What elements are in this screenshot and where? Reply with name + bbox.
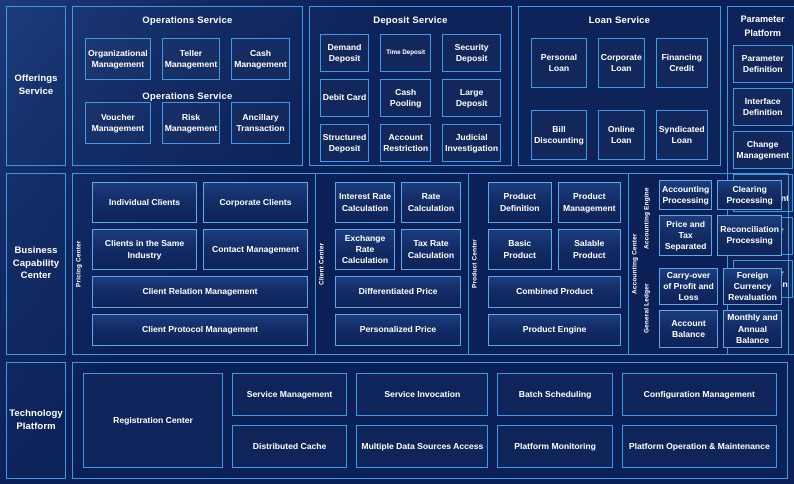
technology-platform-spine-label: Technology Platform	[6, 362, 66, 479]
general-ledger-block[interactable]: General Ledger Carry-over of Profit and …	[641, 262, 788, 354]
box-clearing-processing[interactable]: Clearing Processing	[717, 180, 782, 210]
box-carry-over-profit-loss[interactable]: Carry-over of Profit and Loss	[659, 267, 718, 306]
box-judicial-investigation[interactable]: Judicial Investigation	[442, 124, 502, 162]
pricing-center-label: Pricing Center	[75, 240, 83, 288]
box-demand-deposit[interactable]: Demand Deposit	[319, 34, 370, 72]
box-differentiated-price[interactable]: Differentiated Price	[335, 276, 461, 308]
operations-service-items: Organizational Management Teller Managem…	[73, 26, 302, 165]
technology-platform-panel: Registration Center Service Management D…	[72, 362, 788, 479]
box-basic-product[interactable]: Basic Product	[488, 229, 552, 270]
box-individual-clients[interactable]: Individual Clients	[92, 182, 197, 223]
operations-service-title: Operations Service	[142, 15, 233, 26]
loan-service-panel[interactable]: Loan Service Personal Loan Corporate Loa…	[518, 6, 721, 166]
box-personal-loan[interactable]: Personal Loan	[531, 38, 587, 88]
box-foreign-currency-revaluation[interactable]: Foreign Currency Revaluation	[723, 267, 782, 306]
business-capability-row: Business Capability Center Pricing Cente…	[6, 173, 789, 355]
box-monthly-annual-balance[interactable]: Monthly and Annual Balance	[723, 310, 782, 348]
box-risk-management[interactable]: Risk Management	[161, 102, 221, 144]
deposit-service-panel[interactable]: Deposit Service Demand Deposit Time Depo…	[308, 6, 513, 166]
box-batch-scheduling[interactable]: Batch Scheduling	[497, 373, 613, 416]
technology-column-4: Configuration Management Platform Operat…	[621, 373, 777, 468]
box-interface-definition[interactable]: Interface Definition	[732, 88, 793, 126]
pricing-center[interactable]: Pricing Center Individual Clients Corpor…	[73, 174, 316, 354]
business-capability-panel: Pricing Center Individual Clients Corpor…	[72, 173, 789, 355]
box-interest-rate-calculation[interactable]: Interest Rate Calculation	[335, 182, 395, 223]
box-cash-management[interactable]: Cash Management	[231, 38, 290, 80]
product-center[interactable]: Product Center Product Definition Produc…	[469, 174, 629, 354]
offerings-service-row: Offerings Service Operations Service Org…	[6, 6, 794, 355]
box-corporate-loan[interactable]: Corporate Loan	[597, 38, 645, 88]
box-clients-same-industry[interactable]: Clients in the Same Industry	[92, 229, 197, 270]
box-product-definition[interactable]: Product Definition	[488, 182, 552, 223]
box-client-relation-management[interactable]: Client Relation Management	[92, 276, 308, 308]
technology-column-3: Batch Scheduling Platform Monitoring	[497, 373, 613, 468]
box-syndicated-loan[interactable]: Syndicated Loan	[655, 110, 708, 160]
box-parameter-definition[interactable]: Parameter Definition	[732, 45, 793, 83]
box-time-deposit[interactable]: Time Deposit	[380, 34, 432, 72]
client-center[interactable]: Client Center Interest Rate Calculation …	[316, 174, 469, 354]
box-contact-management[interactable]: Contact Management	[203, 229, 308, 270]
accounting-engine-label: Accounting Engine	[643, 187, 651, 249]
accounting-center-label: Accounting Center	[631, 233, 639, 295]
box-service-invocation[interactable]: Service Invocation	[356, 373, 489, 416]
box-configuration-management[interactable]: Configuration Management	[621, 373, 777, 416]
box-security-deposit[interactable]: Security Deposit	[442, 34, 502, 72]
box-distributed-cache[interactable]: Distributed Cache	[232, 425, 348, 468]
box-financing-credit[interactable]: Financing Credit	[655, 38, 708, 88]
box-cash-pooling[interactable]: Cash Pooling	[380, 79, 432, 117]
box-client-protocol-management[interactable]: Client Protocol Management	[92, 314, 308, 346]
box-multiple-data-sources-access[interactable]: Multiple Data Sources Access	[356, 425, 489, 468]
technology-column-1: Service Management Distributed Cache	[232, 373, 348, 468]
box-platform-monitoring[interactable]: Platform Monitoring	[497, 425, 613, 468]
operations-service-duplicate-title: Operations Service	[142, 91, 233, 102]
deposit-service-items: Demand Deposit Time Deposit Security Dep…	[310, 26, 511, 170]
box-platform-operation-maintenance[interactable]: Platform Operation & Maintenance	[621, 425, 777, 468]
loan-service-items: Personal Loan Corporate Loan Financing C…	[519, 26, 720, 172]
offerings-service-spine-label: Offerings Service	[6, 6, 66, 166]
loan-service-title: Loan Service	[588, 15, 651, 26]
box-rate-calculation[interactable]: Rate Calculation	[401, 182, 461, 223]
box-organizational-management[interactable]: Organizational Management	[85, 38, 151, 80]
box-change-management[interactable]: Change Management	[732, 131, 793, 169]
box-online-loan[interactable]: Online Loan	[597, 110, 645, 160]
box-exchange-rate-calculation[interactable]: Exchange Rate Calculation	[335, 229, 395, 270]
box-bill-discounting[interactable]: Bill Discounting	[531, 110, 587, 160]
business-capability-spine-label: Business Capability Center	[6, 173, 66, 355]
deposit-service-title: Deposit Service	[373, 15, 448, 26]
box-salable-product[interactable]: Salable Product	[557, 229, 621, 270]
box-voucher-management[interactable]: Voucher Management	[85, 102, 151, 144]
box-teller-management[interactable]: Teller Management	[161, 38, 221, 80]
technology-column-2: Service Invocation Multiple Data Sources…	[356, 373, 489, 468]
box-product-engine[interactable]: Product Engine	[488, 314, 621, 346]
box-product-management[interactable]: Product Management	[557, 182, 621, 223]
box-price-and-tax-separated[interactable]: Price and Tax Separated	[659, 214, 713, 256]
box-reconciliation-processing[interactable]: Reconciliation Processing	[717, 214, 782, 256]
box-large-deposit[interactable]: Large Deposit	[442, 79, 502, 117]
box-ancillary-transaction[interactable]: Ancillary Transaction	[231, 102, 290, 144]
client-center-label: Client Center	[318, 242, 326, 286]
parameter-platform-title: Parameter Platform	[740, 14, 785, 38]
operations-service-panel[interactable]: Operations Service Organizational Manage…	[72, 6, 303, 166]
technology-platform-row: Technology Platform Registration Center …	[6, 362, 788, 479]
general-ledger-label: General Ledger	[643, 283, 651, 333]
box-accounting-processing[interactable]: Accounting Processing	[659, 180, 713, 210]
box-account-restriction[interactable]: Account Restriction	[380, 124, 432, 162]
box-tax-rate-calculation[interactable]: Tax Rate Calculation	[401, 229, 461, 270]
box-account-balance[interactable]: Account Balance	[659, 310, 718, 348]
box-personalized-price[interactable]: Personalized Price	[335, 314, 461, 346]
product-center-label: Product Center	[471, 239, 479, 289]
box-debit-card[interactable]: Debit Card	[319, 79, 370, 117]
accounting-engine-block[interactable]: Accounting Engine Accounting Processing …	[641, 174, 788, 262]
box-registration-center[interactable]: Registration Center	[83, 373, 223, 468]
box-corporate-clients[interactable]: Corporate Clients	[203, 182, 308, 223]
box-structured-deposit[interactable]: Structured Deposit	[319, 124, 370, 162]
box-combined-product[interactable]: Combined Product	[488, 276, 621, 308]
accounting-center[interactable]: Accounting Center Accounting Engine Acco…	[629, 174, 788, 354]
box-service-management[interactable]: Service Management	[232, 373, 348, 416]
